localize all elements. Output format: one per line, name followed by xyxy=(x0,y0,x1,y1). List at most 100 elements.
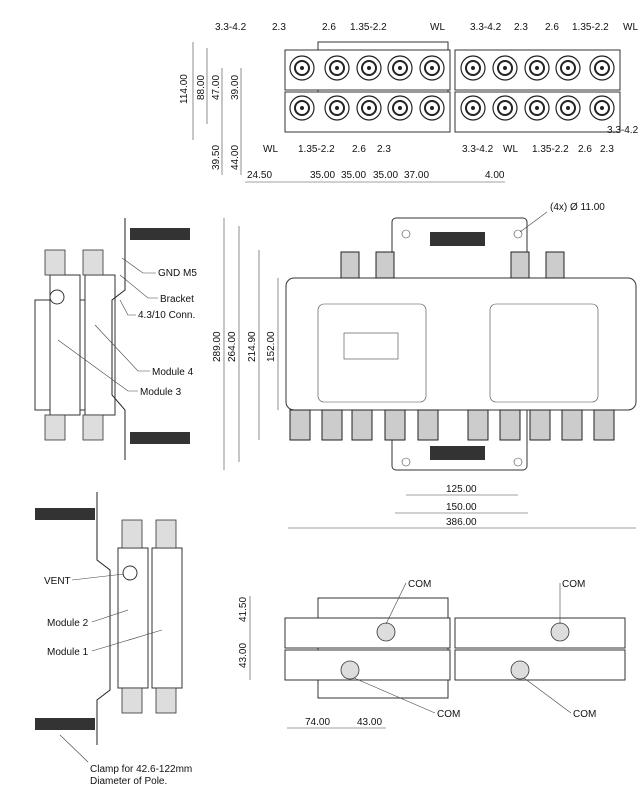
dim-35: 35.00 xyxy=(373,170,398,181)
callout: 1.35-2.2 xyxy=(298,144,335,155)
vent xyxy=(122,565,138,581)
connector xyxy=(155,687,177,714)
dim-386: 386.00 xyxy=(446,517,477,528)
dim-37: 37.00 xyxy=(404,170,429,181)
callout: 3.3-4.2 xyxy=(607,125,639,136)
callout: 3.3-4.2 xyxy=(215,22,247,33)
connector-pin xyxy=(503,66,507,70)
connector xyxy=(384,409,406,441)
connector xyxy=(44,249,66,276)
mounting-hole xyxy=(513,457,523,467)
connector-pin xyxy=(535,106,539,110)
label-connector: 4.3/10 Conn. xyxy=(138,310,195,321)
dim-289: 289.00 xyxy=(212,331,223,362)
bottom-view: COM COM COM COM 41.50 43.00 74.00 43.00 xyxy=(238,579,626,729)
module-lower xyxy=(454,649,626,681)
connector-pin xyxy=(367,106,371,110)
connector-pin xyxy=(398,106,402,110)
com-label: COM xyxy=(562,579,585,590)
connector xyxy=(82,414,104,441)
connector xyxy=(561,409,583,441)
callout: 1.35-2.2 xyxy=(532,144,569,155)
label-module-2: Module 2 xyxy=(47,618,89,629)
connector xyxy=(499,409,521,441)
clamp-bolt xyxy=(130,228,190,240)
connector-pin xyxy=(335,66,339,70)
side-view-upper: GND M5 Bracket 4.3/10 Conn. Module 4 Mod… xyxy=(34,218,197,460)
connector xyxy=(545,251,565,279)
vent xyxy=(49,289,65,305)
connector-pin xyxy=(300,66,304,70)
combiner-body xyxy=(285,277,637,411)
connector xyxy=(121,519,143,549)
clamp-bolt xyxy=(130,432,190,444)
connector xyxy=(351,409,373,441)
callout: WL xyxy=(503,144,518,155)
connector-pin xyxy=(398,66,402,70)
connector xyxy=(82,249,104,276)
callout: WL xyxy=(263,144,278,155)
callout: 3.3-4.2 xyxy=(470,22,502,33)
dim-39: 39.00 xyxy=(230,75,241,100)
connector-pin xyxy=(300,106,304,110)
connector xyxy=(44,414,66,441)
callout: 2.3 xyxy=(377,144,391,155)
callout: 2.6 xyxy=(352,144,366,155)
bracket xyxy=(96,492,111,745)
connector xyxy=(529,409,551,441)
callout: 2.6 xyxy=(578,144,592,155)
clamp-note: Clamp for 42.6-122mm xyxy=(90,764,192,775)
callout: 2.3 xyxy=(514,22,528,33)
bracket xyxy=(111,218,126,460)
module-upper xyxy=(454,617,626,649)
clamp-note: Diameter of Pole. xyxy=(90,776,167,787)
connector-pin xyxy=(471,66,475,70)
connector-pin xyxy=(430,106,434,110)
front-view: (4x) Ø 11.00 289.00 264.00 214.90 152.00… xyxy=(212,202,637,529)
com-connector xyxy=(340,660,360,680)
dim-74: 74.00 xyxy=(305,717,330,728)
dim-114: 114.00 xyxy=(179,74,190,104)
dim-47: 47.00 xyxy=(211,75,222,100)
connector xyxy=(467,409,489,441)
connector-pin xyxy=(566,66,570,70)
dim-152: 152.00 xyxy=(266,331,277,362)
dim-43: 43.00 xyxy=(357,717,382,728)
module-lower xyxy=(284,649,451,681)
hole-note: (4x) Ø 11.00 xyxy=(550,202,605,213)
dim-125: 125.00 xyxy=(446,484,477,495)
connector xyxy=(510,251,530,279)
dim-35: 35.00 xyxy=(341,170,366,181)
connector-pin xyxy=(430,66,434,70)
com-connector xyxy=(550,622,570,642)
com-connector xyxy=(376,622,396,642)
clamp-bolt xyxy=(35,508,95,520)
connector xyxy=(121,687,143,714)
dim-4: 4.00 xyxy=(485,170,505,181)
dim-41-50: 41.50 xyxy=(238,597,249,622)
dim-214-90: 214.90 xyxy=(247,331,258,362)
mounting-hole xyxy=(401,457,411,467)
module-upper xyxy=(284,617,451,649)
dim-43: 43.00 xyxy=(238,643,249,668)
connector-pin xyxy=(600,66,604,70)
top-view: 3.3-4.2 2.3 2.6 1.35-2.2 WL 3.3-4.2 2.3 … xyxy=(179,22,639,183)
clamp xyxy=(430,446,485,460)
callout: 2.3 xyxy=(272,22,286,33)
module-1 xyxy=(151,547,183,689)
dim-44: 44.00 xyxy=(230,145,241,170)
connector-pin xyxy=(535,66,539,70)
connector-pin xyxy=(600,106,604,110)
callout: WL xyxy=(623,22,638,33)
dim-150: 150.00 xyxy=(446,502,477,513)
dim-39-50: 39.50 xyxy=(211,145,222,170)
com-label: COM xyxy=(408,579,431,590)
connector-pin xyxy=(471,106,475,110)
module-4 xyxy=(84,274,116,416)
connector-pin xyxy=(367,66,371,70)
clamp-bolt xyxy=(35,718,95,730)
connector xyxy=(340,251,360,279)
dim-24-50: 24.50 xyxy=(247,170,272,181)
connector xyxy=(321,409,343,441)
